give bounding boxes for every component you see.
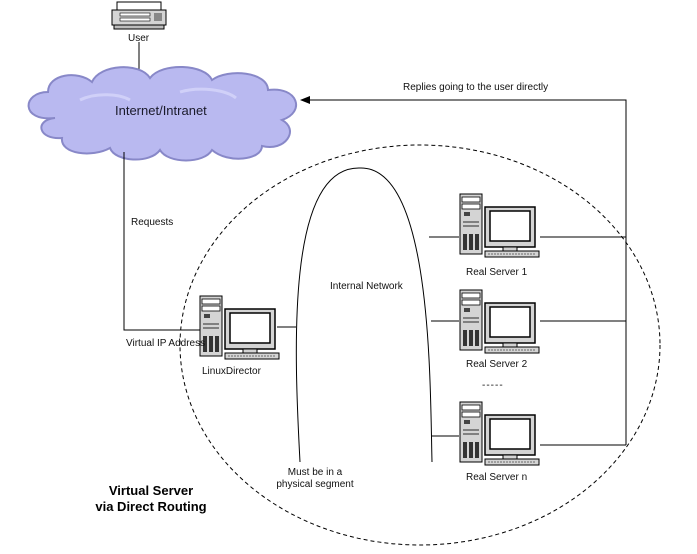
cloud-label: Internet/Intranet	[115, 103, 207, 118]
diagram-title-line2: via Direct Routing	[95, 499, 207, 514]
computer-icon	[459, 193, 540, 258]
server2-label: Real Server 2	[466, 359, 528, 370]
computer-icon	[459, 401, 540, 466]
diagram-title-line1: Virtual Server	[108, 483, 194, 498]
cloud-icon	[27, 65, 298, 162]
internal-network-arch	[295, 167, 433, 463]
server1-label: Real Server 1	[466, 267, 528, 278]
user-label: User	[128, 33, 150, 44]
ellipsis-label: -----	[482, 380, 504, 391]
replies-label: Replies going to the user directly	[403, 82, 549, 93]
director-label: LinuxDirector	[202, 366, 261, 377]
servern-label: Real Server n	[466, 472, 528, 483]
request-line	[123, 152, 205, 331]
virtual-ip-label: Virtual IP Address	[126, 338, 206, 349]
computer-icon	[199, 295, 280, 360]
reply-line	[300, 96, 627, 445]
virtual-server-boundary	[179, 144, 661, 546]
printer-icon	[111, 1, 167, 30]
segment-note-line1: Must be in a	[287, 467, 343, 478]
segment-note-line2: physical segment	[276, 479, 354, 490]
internal-network-label: Internal Network	[330, 281, 403, 292]
computer-icon	[459, 289, 540, 354]
requests-label: Requests	[131, 217, 174, 228]
